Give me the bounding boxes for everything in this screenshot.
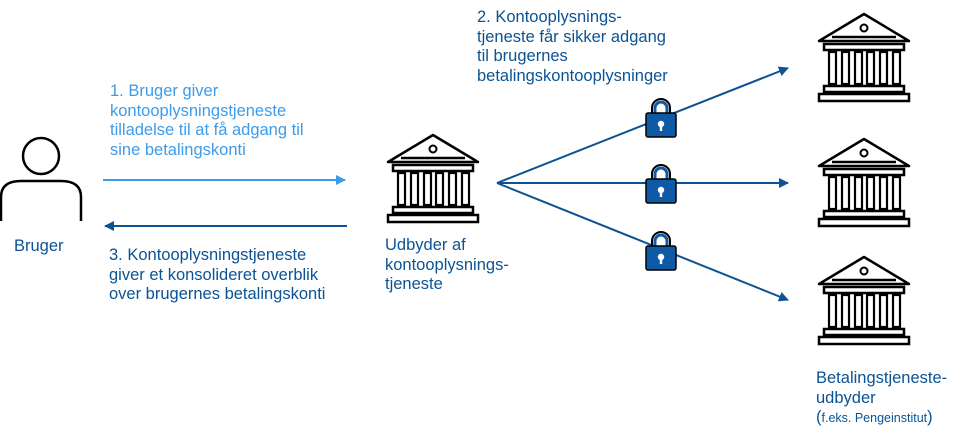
- step-3-line: giver et konsolideret overblik: [109, 265, 319, 284]
- step-2-line: til brugernes: [477, 47, 568, 65]
- bank-building-icon: [817, 255, 911, 346]
- step-3-line: 3. Kontooplysningstjeneste: [109, 246, 307, 264]
- padlock-icon: [644, 163, 678, 205]
- provider-label-line: Udbyder af: [385, 236, 466, 254]
- step-1-text: 1. Bruger giver kontooplysningstjeneste …: [110, 82, 304, 160]
- note-close-paren: ): [927, 408, 933, 426]
- provider-label-line: kontooplysnings-: [385, 255, 509, 274]
- arrow-to-bank-3: [496, 182, 789, 302]
- step-2-line: 2. Kontooplysnings-: [477, 8, 622, 26]
- step-1-line: sine betalingskonti: [110, 140, 246, 159]
- note-open-paren: (: [816, 408, 822, 426]
- person-icon: [0, 136, 83, 221]
- step-2-line: betalingskontooplysninger: [477, 66, 668, 85]
- provider-label-line: tjeneste: [385, 275, 443, 293]
- arrow-to-bank-1: [496, 66, 789, 184]
- step-3-text: 3. Kontooplysningstjeneste giver et kons…: [109, 246, 325, 305]
- payment-provider-line: Betalingstjeneste-: [816, 369, 948, 387]
- provider-label: Udbyder af kontooplysnings- tjeneste: [385, 236, 509, 295]
- user-label: Bruger: [14, 237, 64, 255]
- payment-provider-line: udbyder: [816, 388, 876, 407]
- note-text: f.eks. Pengeinstitut: [821, 411, 928, 425]
- padlock-icon: [644, 97, 678, 139]
- step-3-line: over brugernes betalingskonti: [109, 285, 326, 303]
- step-1-line: tilladelse til at få adgang til: [110, 121, 304, 139]
- bank-building-icon: [817, 137, 911, 228]
- step-2-line: tjeneste får sikker adgang: [477, 27, 666, 46]
- payment-provider-label: Betalingstjeneste- udbyder (f.eks. Penge…: [816, 369, 947, 429]
- step-2-text: 2. Kontooplysnings- tjeneste får sikker …: [477, 8, 668, 86]
- provider-bank-icon: [386, 133, 480, 224]
- payment-provider-note: (f.eks. Pengeinstitut): [816, 408, 947, 429]
- padlock-icon: [644, 230, 678, 272]
- step-1-line: 1. Bruger giver: [110, 82, 219, 100]
- bank-building-icon: [817, 12, 911, 103]
- step-1-line: kontooplysningstjeneste: [110, 101, 287, 120]
